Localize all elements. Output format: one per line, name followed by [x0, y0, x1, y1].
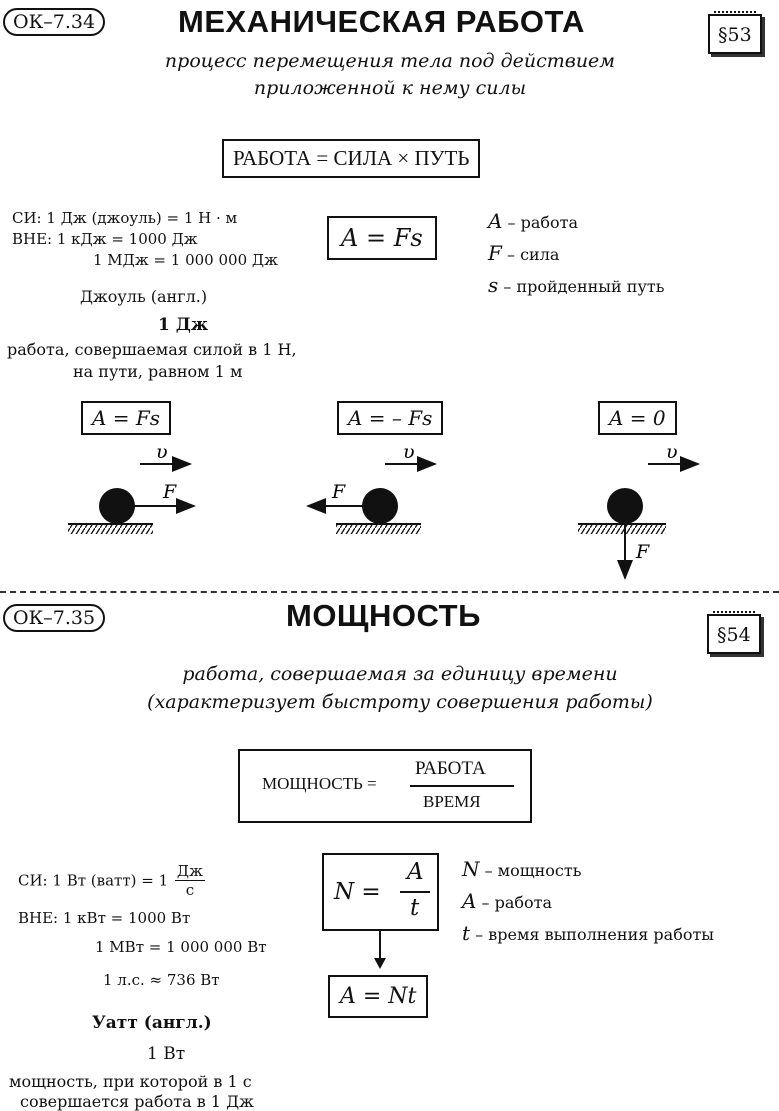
legend-row: A – работа [462, 886, 714, 918]
legend-row: N – мощность [462, 854, 714, 886]
fraction-numerator: Дж [174, 862, 205, 881]
formula-denominator: ВРЕМЯ [423, 792, 481, 811]
work-formula: A = Fs [327, 216, 437, 260]
units-vne: ВНЕ: 1 кВт = 1000 Вт [18, 909, 191, 927]
section-badge: ОК–7.35 [3, 604, 106, 632]
down-arrow [374, 930, 386, 969]
velocity-label: υ [666, 441, 678, 463]
units-si-label: СИ: 1 Вт (ватт) = 1 [18, 871, 169, 890]
formula-left: МОЩНОСТЬ = [262, 774, 377, 793]
unit-fraction: Дж с [174, 862, 205, 899]
unit-definition: работа, совершаемая силой в 1 Н, [7, 340, 297, 359]
case-formula-positive: A = Fs [81, 401, 172, 435]
formula-numerator: РАБОТА [415, 758, 486, 779]
unit-name: 1 Дж [158, 315, 209, 335]
velocity-label: υ [156, 441, 168, 463]
legend-symbol: A [488, 209, 503, 233]
velocity-label: υ [403, 441, 415, 463]
unit-definition: на пути, равном 1 м [73, 362, 243, 381]
unit-definition: мощность, при которой в 1 с [9, 1072, 252, 1091]
units-si: СИ: 1 Вт (ватт) = 1 Дж с [18, 862, 205, 899]
units-hp: 1 л.с. ≈ 736 Вт [103, 971, 220, 989]
definition-line: процесс перемещения тела под действием [164, 50, 616, 72]
legend-desc: – работа [476, 893, 553, 912]
fraction-bar [400, 891, 430, 893]
ground-surface [336, 524, 421, 534]
legend-symbol: N [462, 857, 480, 881]
paragraph-ref: §54 [707, 611, 761, 654]
power-word-formula: МОЩНОСТЬ = РАБОТА ВРЕМЯ [238, 749, 532, 823]
formula-denominator: t [410, 895, 420, 921]
paragraph-label: §53 [718, 24, 752, 46]
ball-body [607, 488, 643, 524]
case-zero: υ F [578, 441, 700, 580]
definition: работа, совершаемая за единицу времени (… [80, 660, 720, 716]
legend: A – работа F – сила s – пройденный путь [488, 206, 664, 302]
legend-symbol: t [462, 921, 471, 945]
section-divider [0, 591, 779, 593]
units-vne: 1 МДж = 1 000 000 Дж [93, 251, 278, 269]
case-positive: υ F [68, 441, 196, 534]
power-formula: N = A t [322, 853, 439, 931]
page-title: МЕХАНИЧЕСКАЯ РАБОТА [178, 4, 585, 39]
section-badge: ОК–7.34 [3, 8, 106, 36]
legend-symbol: F [488, 241, 502, 265]
force-label: F [331, 481, 346, 503]
legend-desc: – мощность [479, 861, 582, 880]
case-formula-negative: A = – Fs [337, 401, 444, 435]
fraction-bar [410, 785, 514, 787]
main-formula: РАБОТА = СИЛА × ПУТЬ [222, 139, 481, 178]
legend-desc: – пройденный путь [498, 277, 665, 296]
work-cases-diagram: υ F υ F υ F [68, 441, 700, 580]
unit-definition: совершается работа в 1 Дж [20, 1092, 254, 1111]
fraction-denominator: с [185, 881, 195, 899]
unit-origin: Джоуль (англ.) [80, 287, 208, 306]
legend-desc: – время выполнения работы [470, 925, 715, 944]
legend-row: A – работа [488, 206, 664, 238]
work-from-power-formula: A = Nt [328, 975, 429, 1018]
legend-symbol: s [488, 273, 499, 297]
legend: N – мощность A – работа t – время выполн… [462, 854, 714, 950]
paragraph-label: §54 [717, 624, 751, 646]
legend-desc: – сила [501, 245, 560, 264]
units-si: СИ: 1 Дж (джоуль) = 1 Н · м [12, 209, 238, 227]
legend-symbol: A [462, 889, 477, 913]
definition-line: приложенной к нему силы [253, 77, 527, 99]
units-vne: 1 МВт = 1 000 000 Вт [95, 938, 267, 956]
force-label: F [635, 541, 650, 563]
ground-surface [578, 524, 666, 534]
legend-row: t – время выполнения работы [462, 918, 714, 950]
definition-line: работа, совершаемая за единицу времени [182, 663, 618, 685]
paragraph-ref: §53 [708, 11, 762, 54]
ground-surface [68, 524, 153, 534]
force-label: F [162, 481, 177, 503]
case-negative: υ F [306, 441, 437, 534]
formula-numerator: A [407, 859, 424, 885]
legend-desc: – работа [502, 213, 579, 232]
formula-left: N = [334, 879, 381, 905]
unit-origin: Уатт (англ.) [92, 1013, 212, 1033]
section-title: МОЩНОСТЬ [286, 598, 481, 633]
definition: процесс перемещения тела под действием п… [90, 48, 690, 102]
case-formula-zero: A = 0 [598, 401, 677, 435]
unit-name: 1 Вт [147, 1044, 186, 1064]
legend-row: F – сила [488, 238, 664, 270]
units-vne: ВНЕ: 1 кДж = 1000 Дж [12, 230, 198, 248]
definition-line: (характеризует быстроту совершения работ… [147, 691, 653, 713]
legend-row: s – пройденный путь [488, 270, 664, 302]
